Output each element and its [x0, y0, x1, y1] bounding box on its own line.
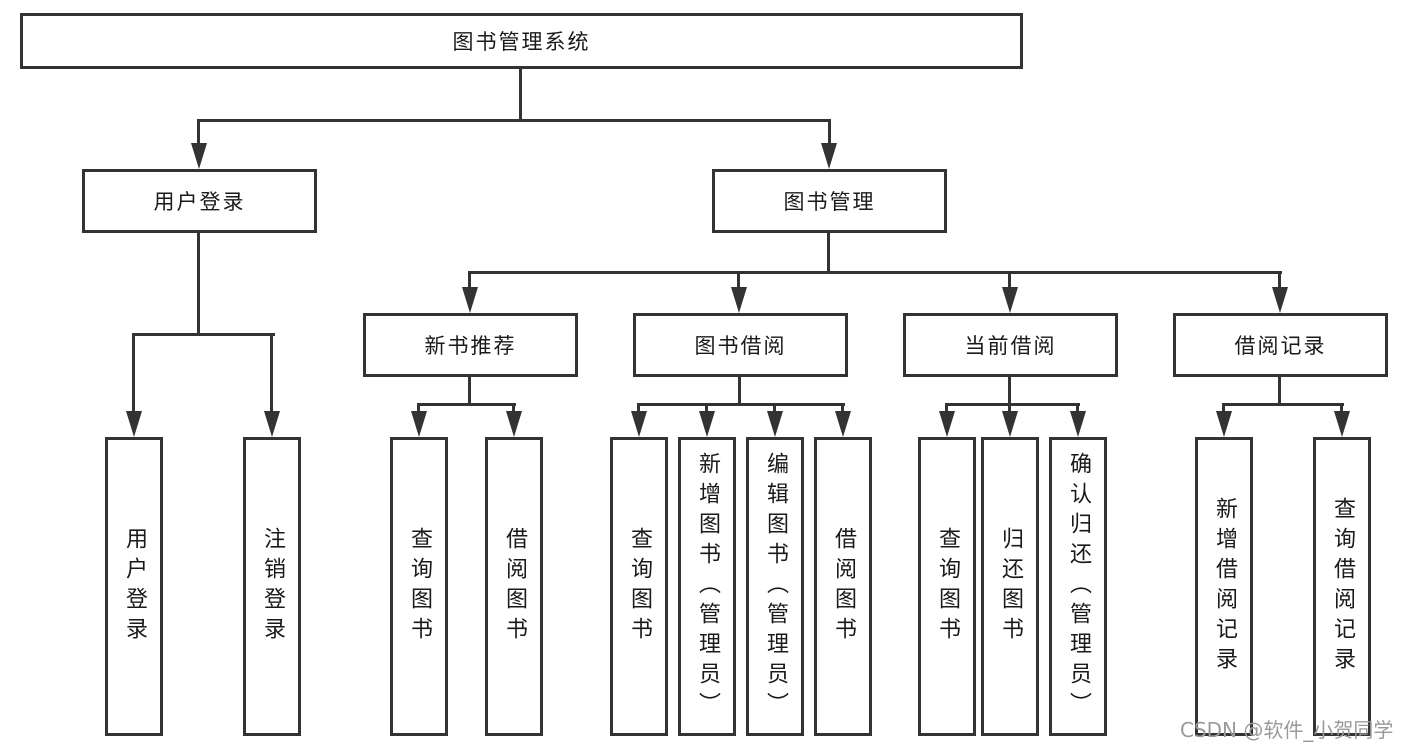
csdn-watermark: CSDN @软件_小贺同学	[1180, 718, 1394, 742]
connector-line	[417, 403, 420, 413]
leaf-edit-book-admin-label: 编辑图书（管理员）	[763, 451, 788, 722]
connector-line	[512, 403, 515, 413]
arrow-down-icon	[835, 411, 851, 437]
arrow-down-icon	[1002, 411, 1018, 437]
connector-line	[738, 375, 741, 406]
node-user-login: 用户登录	[82, 169, 317, 233]
connector-line	[1222, 403, 1344, 406]
leaf-query-book-2-label: 查询图书	[627, 526, 652, 647]
arrow-down-icon	[821, 143, 837, 169]
connector-line	[1222, 403, 1225, 413]
arrow-down-icon	[1070, 411, 1086, 437]
connector-line	[1076, 403, 1079, 413]
arrow-down-icon	[126, 411, 142, 437]
leaf-add-book-admin: 新增图书（管理员）	[678, 437, 736, 736]
node-borrow-record-label: 借阅记录	[1234, 334, 1327, 358]
leaf-user-login: 用户登录	[105, 437, 163, 736]
connector-line	[1008, 271, 1011, 289]
arrow-down-icon	[767, 411, 783, 437]
arrow-down-icon	[411, 411, 427, 437]
connector-line	[417, 403, 516, 406]
connector-line	[637, 403, 845, 406]
leaf-return-book-label: 归还图书	[998, 526, 1023, 647]
connector-line	[705, 403, 708, 413]
arrow-down-icon	[1216, 411, 1232, 437]
connector-line	[1008, 375, 1011, 406]
leaf-edit-book-admin: 编辑图书（管理员）	[746, 437, 804, 736]
arrow-down-icon	[1272, 287, 1288, 313]
leaf-confirm-return-admin-label: 确认归还（管理员）	[1066, 451, 1091, 722]
node-root: 图书管理系统	[20, 13, 1023, 69]
connector-line	[737, 271, 740, 289]
leaf-query-borrow-record: 查询借阅记录	[1313, 437, 1371, 736]
leaf-query-book-3: 查询图书	[918, 437, 976, 736]
node-book-borrow-label: 图书借阅	[694, 334, 787, 358]
leaf-user-login-label: 用户登录	[122, 526, 147, 647]
arrow-down-icon	[1002, 287, 1018, 313]
leaf-add-borrow-record: 新增借阅记录	[1195, 437, 1253, 736]
arrow-down-icon	[631, 411, 647, 437]
leaf-return-book: 归还图书	[981, 437, 1039, 736]
leaf-borrow-book-1: 借阅图书	[485, 437, 543, 736]
arrow-down-icon	[506, 411, 522, 437]
node-book-management-label: 图书管理	[783, 190, 876, 214]
arrow-down-icon	[731, 287, 747, 313]
connector-line	[197, 231, 200, 336]
arrow-down-icon	[191, 143, 207, 169]
connector-line	[270, 333, 273, 417]
connector-line	[468, 375, 471, 406]
node-current-borrow-label: 当前借阅	[964, 334, 1057, 358]
connector-line	[841, 403, 844, 413]
leaf-query-book-3-label: 查询图书	[935, 526, 960, 647]
leaf-query-book-2: 查询图书	[610, 437, 668, 736]
node-user-login-label: 用户登录	[153, 190, 246, 214]
connector-line	[1008, 403, 1011, 413]
node-root-label: 图书管理系统	[452, 30, 591, 54]
connector-line	[945, 403, 1080, 406]
leaf-logout: 注销登录	[243, 437, 301, 736]
connector-line	[468, 271, 1282, 274]
node-borrow-record: 借阅记录	[1173, 313, 1388, 377]
arrow-down-icon	[939, 411, 955, 437]
connector-line	[773, 403, 776, 413]
leaf-query-book-1-label: 查询图书	[407, 526, 432, 647]
leaf-borrow-book-2-label: 借阅图书	[831, 526, 856, 647]
connector-line	[468, 271, 471, 289]
connector-line	[1278, 375, 1281, 406]
leaf-logout-label: 注销登录	[260, 526, 285, 647]
connector-line	[1278, 271, 1281, 289]
leaf-query-borrow-record-label: 查询借阅记录	[1330, 496, 1355, 677]
connector-line	[1340, 403, 1343, 413]
connector-line	[637, 403, 640, 413]
node-book-borrow: 图书借阅	[633, 313, 848, 377]
node-new-book-recommend: 新书推荐	[363, 313, 578, 377]
connector-line	[519, 68, 522, 119]
connector-line	[197, 119, 200, 149]
arrow-down-icon	[1334, 411, 1350, 437]
node-book-management: 图书管理	[712, 169, 947, 233]
leaf-query-book-1: 查询图书	[390, 437, 448, 736]
connector-line	[132, 333, 135, 417]
leaf-add-book-admin-label: 新增图书（管理员）	[695, 451, 720, 722]
arrow-down-icon	[264, 411, 280, 437]
connector-line	[132, 333, 275, 336]
node-new-book-recommend-label: 新书推荐	[424, 334, 517, 358]
leaf-add-borrow-record-label: 新增借阅记录	[1212, 496, 1237, 677]
leaf-confirm-return-admin: 确认归还（管理员）	[1049, 437, 1107, 736]
node-current-borrow: 当前借阅	[903, 313, 1118, 377]
connector-line	[197, 119, 831, 122]
leaf-borrow-book-1-label: 借阅图书	[502, 526, 527, 647]
leaf-borrow-book-2: 借阅图书	[814, 437, 872, 736]
connector-line	[827, 230, 830, 274]
connector-line	[828, 119, 831, 149]
connector-line	[945, 403, 948, 413]
arrow-down-icon	[699, 411, 715, 437]
arrow-down-icon	[462, 287, 478, 313]
